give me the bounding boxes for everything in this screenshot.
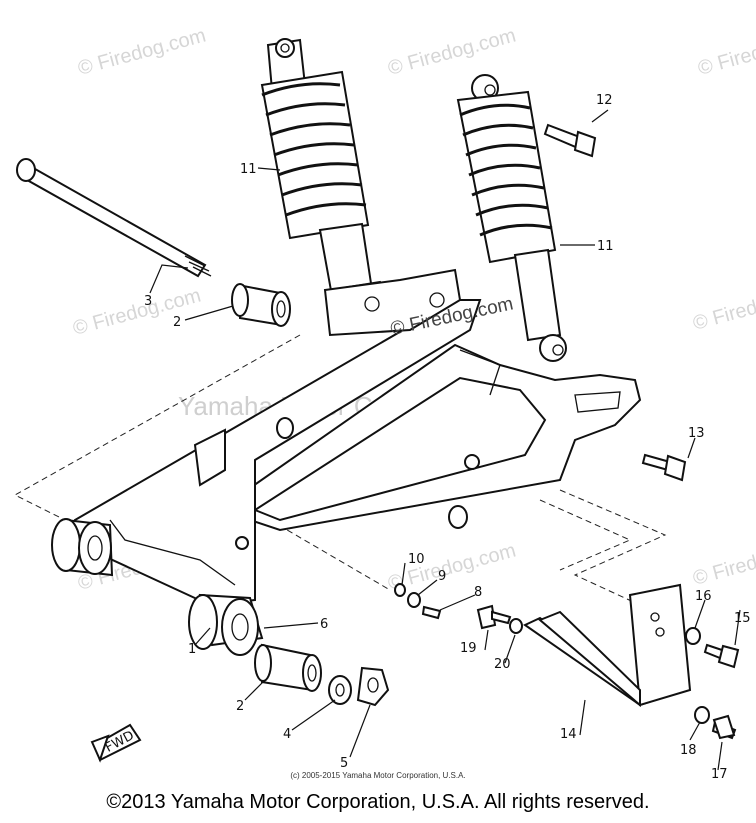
callout-labels: 11 12 11 3 2 13 1 6 2 4 5 10 9 8 19 20 1… <box>144 93 751 782</box>
fasteners-15-16-17-18 <box>685 627 740 740</box>
bolt-19 <box>476 604 523 634</box>
fasteners-8-9-10 <box>394 583 442 620</box>
watermark: © Firedog.com <box>386 540 519 595</box>
callout-12: 12 <box>596 93 613 108</box>
watermark: © Firedog.com <box>71 285 204 340</box>
callout-17: 17 <box>711 767 728 782</box>
callout-3: 3 <box>144 294 152 309</box>
callout-9: 9 <box>438 569 446 584</box>
watermark: © Firedog.com <box>386 25 519 80</box>
fwd-arrow: FWD <box>90 723 142 763</box>
watermark: © Firedog.com <box>696 25 756 80</box>
shock-absorber-right <box>456 74 567 362</box>
callout-18: 18 <box>680 743 697 758</box>
callout-11: 11 <box>597 239 614 254</box>
callout-8: 8 <box>474 585 482 600</box>
small-copyright: (c) 2005-2015 Yamaha Motor Corporation, … <box>290 771 466 780</box>
watermark: © Firedog.com <box>691 280 756 335</box>
callout-13: 13 <box>688 426 705 441</box>
watermark: © Firedog.com <box>76 25 209 80</box>
callout-2: 2 <box>173 315 181 330</box>
callout-14: 14 <box>560 727 577 742</box>
bushing-2-upper <box>231 283 291 327</box>
callout-10: 10 <box>408 552 425 567</box>
callout-5: 5 <box>340 756 348 771</box>
pivot-shaft <box>16 158 212 278</box>
bolt-12 <box>543 123 597 158</box>
leader-lines <box>149 109 741 771</box>
bracket-14 <box>523 583 692 708</box>
callout-11: 11 <box>240 162 257 177</box>
callout-4: 4 <box>283 727 291 742</box>
callout-1: 1 <box>188 642 196 657</box>
callout-20: 20 <box>494 657 511 672</box>
copyright-footer: ©2013 Yamaha Motor Corporation, U.S.A. A… <box>106 791 650 813</box>
callout-19: 19 <box>460 641 477 656</box>
nut-5 <box>356 666 390 707</box>
callout-16: 16 <box>695 589 712 604</box>
callout-6: 6 <box>320 617 328 632</box>
callout-2: 2 <box>236 699 244 714</box>
watermark: © Firedog.com <box>691 535 756 590</box>
washer-4 <box>328 675 352 705</box>
bushing-2-lower <box>254 643 322 692</box>
swingarm <box>51 268 642 656</box>
bolt-13 <box>641 453 687 482</box>
callout-15: 15 <box>734 611 751 626</box>
